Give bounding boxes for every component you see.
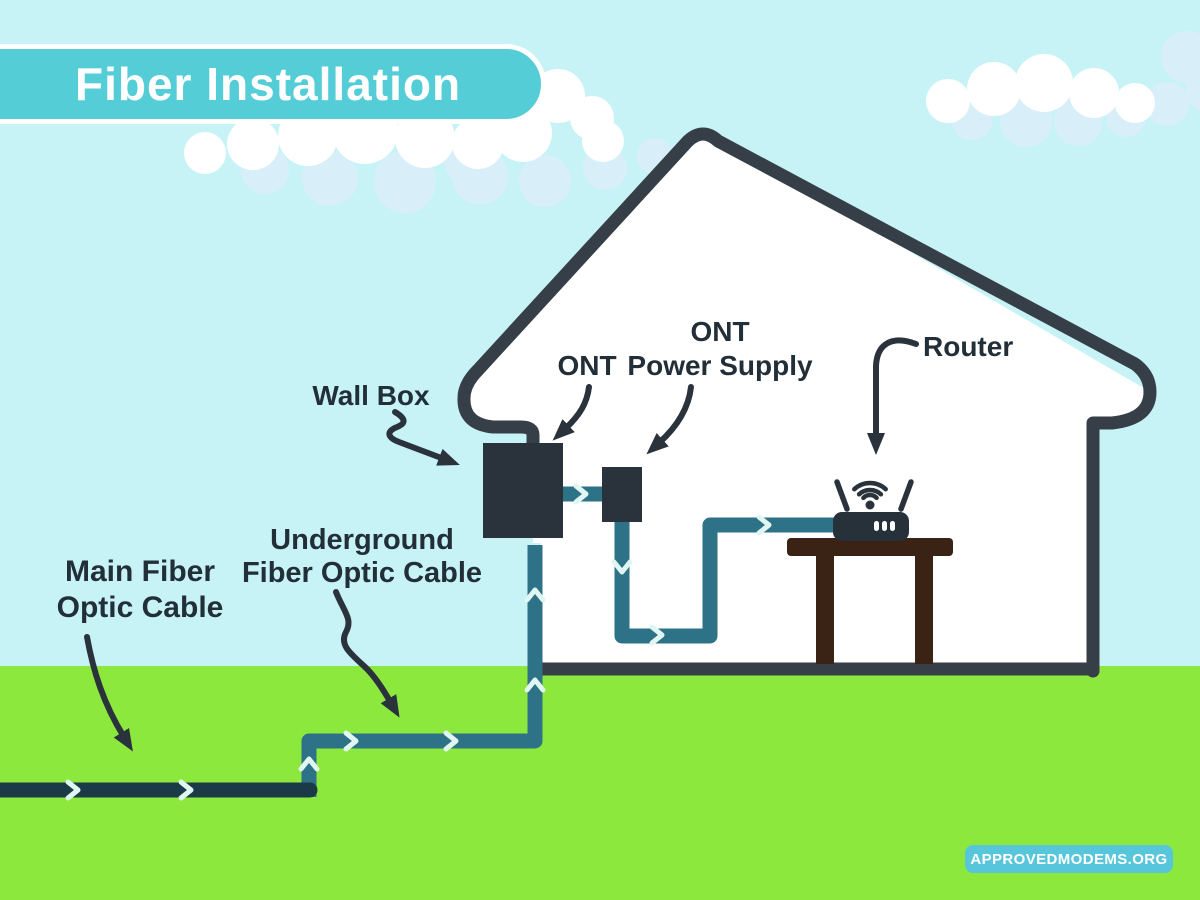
underground-fiber-label: Underground Fiber Optic Cable xyxy=(241,524,483,589)
cloud-left xyxy=(184,69,673,213)
main-fiber-label: Main Fiber Optic Cable xyxy=(56,555,224,624)
flow-chevron xyxy=(573,483,589,505)
table-leg xyxy=(915,556,933,664)
flow-chevron xyxy=(443,730,459,752)
wifi-dot xyxy=(865,500,875,510)
cloud-right xyxy=(926,31,1200,147)
table-leg xyxy=(816,556,834,664)
cloud-right-white xyxy=(926,54,1155,123)
flow-chevron xyxy=(343,730,359,752)
flow-chevron xyxy=(524,587,546,603)
underground-fiber-cable xyxy=(301,545,543,797)
table-top xyxy=(787,538,953,556)
watermark-badge: APPROVEDMODEMS.ORG xyxy=(965,845,1173,873)
flow-chevron xyxy=(524,677,546,693)
flow-chevron xyxy=(756,514,772,536)
ont-power-supply-unit xyxy=(602,467,642,522)
flow-chevron xyxy=(65,779,81,801)
router-device xyxy=(833,479,914,541)
ont-to-router-cable xyxy=(614,517,836,644)
ont-power-supply-label: ONT Power Supply xyxy=(627,316,813,381)
house-outline xyxy=(457,127,1157,678)
flow-chevron xyxy=(298,756,320,772)
router-antennas xyxy=(834,479,914,512)
flow-chevrons xyxy=(65,483,772,801)
wall-box-ont-unit xyxy=(483,443,563,538)
flow-chevron xyxy=(611,559,633,575)
wall-box-arrow xyxy=(386,409,460,466)
annotation-arrows xyxy=(84,337,919,752)
wifi-signal-icon xyxy=(852,480,888,501)
house-interior xyxy=(467,131,1152,668)
router-label: Router xyxy=(923,331,1014,362)
antenna-left-icon xyxy=(834,479,850,512)
main-fiber-arrow xyxy=(84,634,133,752)
antenna-right-icon xyxy=(898,479,914,512)
watermark-text: APPROVEDMODEMS.ORG xyxy=(970,850,1168,868)
table xyxy=(787,538,953,664)
ont-label: ONT xyxy=(557,350,617,381)
underground-fiber-arrow xyxy=(333,589,400,718)
wall-box-label: Wall Box xyxy=(312,380,430,411)
router-leds xyxy=(874,521,895,531)
ont-arrow xyxy=(552,384,592,441)
router-body xyxy=(833,512,909,541)
flow-chevron xyxy=(178,779,194,801)
router-arrow xyxy=(867,337,919,455)
title-banner: Fiber Installation xyxy=(0,44,546,124)
ont-power-supply-arrow xyxy=(646,384,694,455)
page-title: Fiber Installation xyxy=(75,58,462,110)
flow-chevron xyxy=(649,624,665,646)
